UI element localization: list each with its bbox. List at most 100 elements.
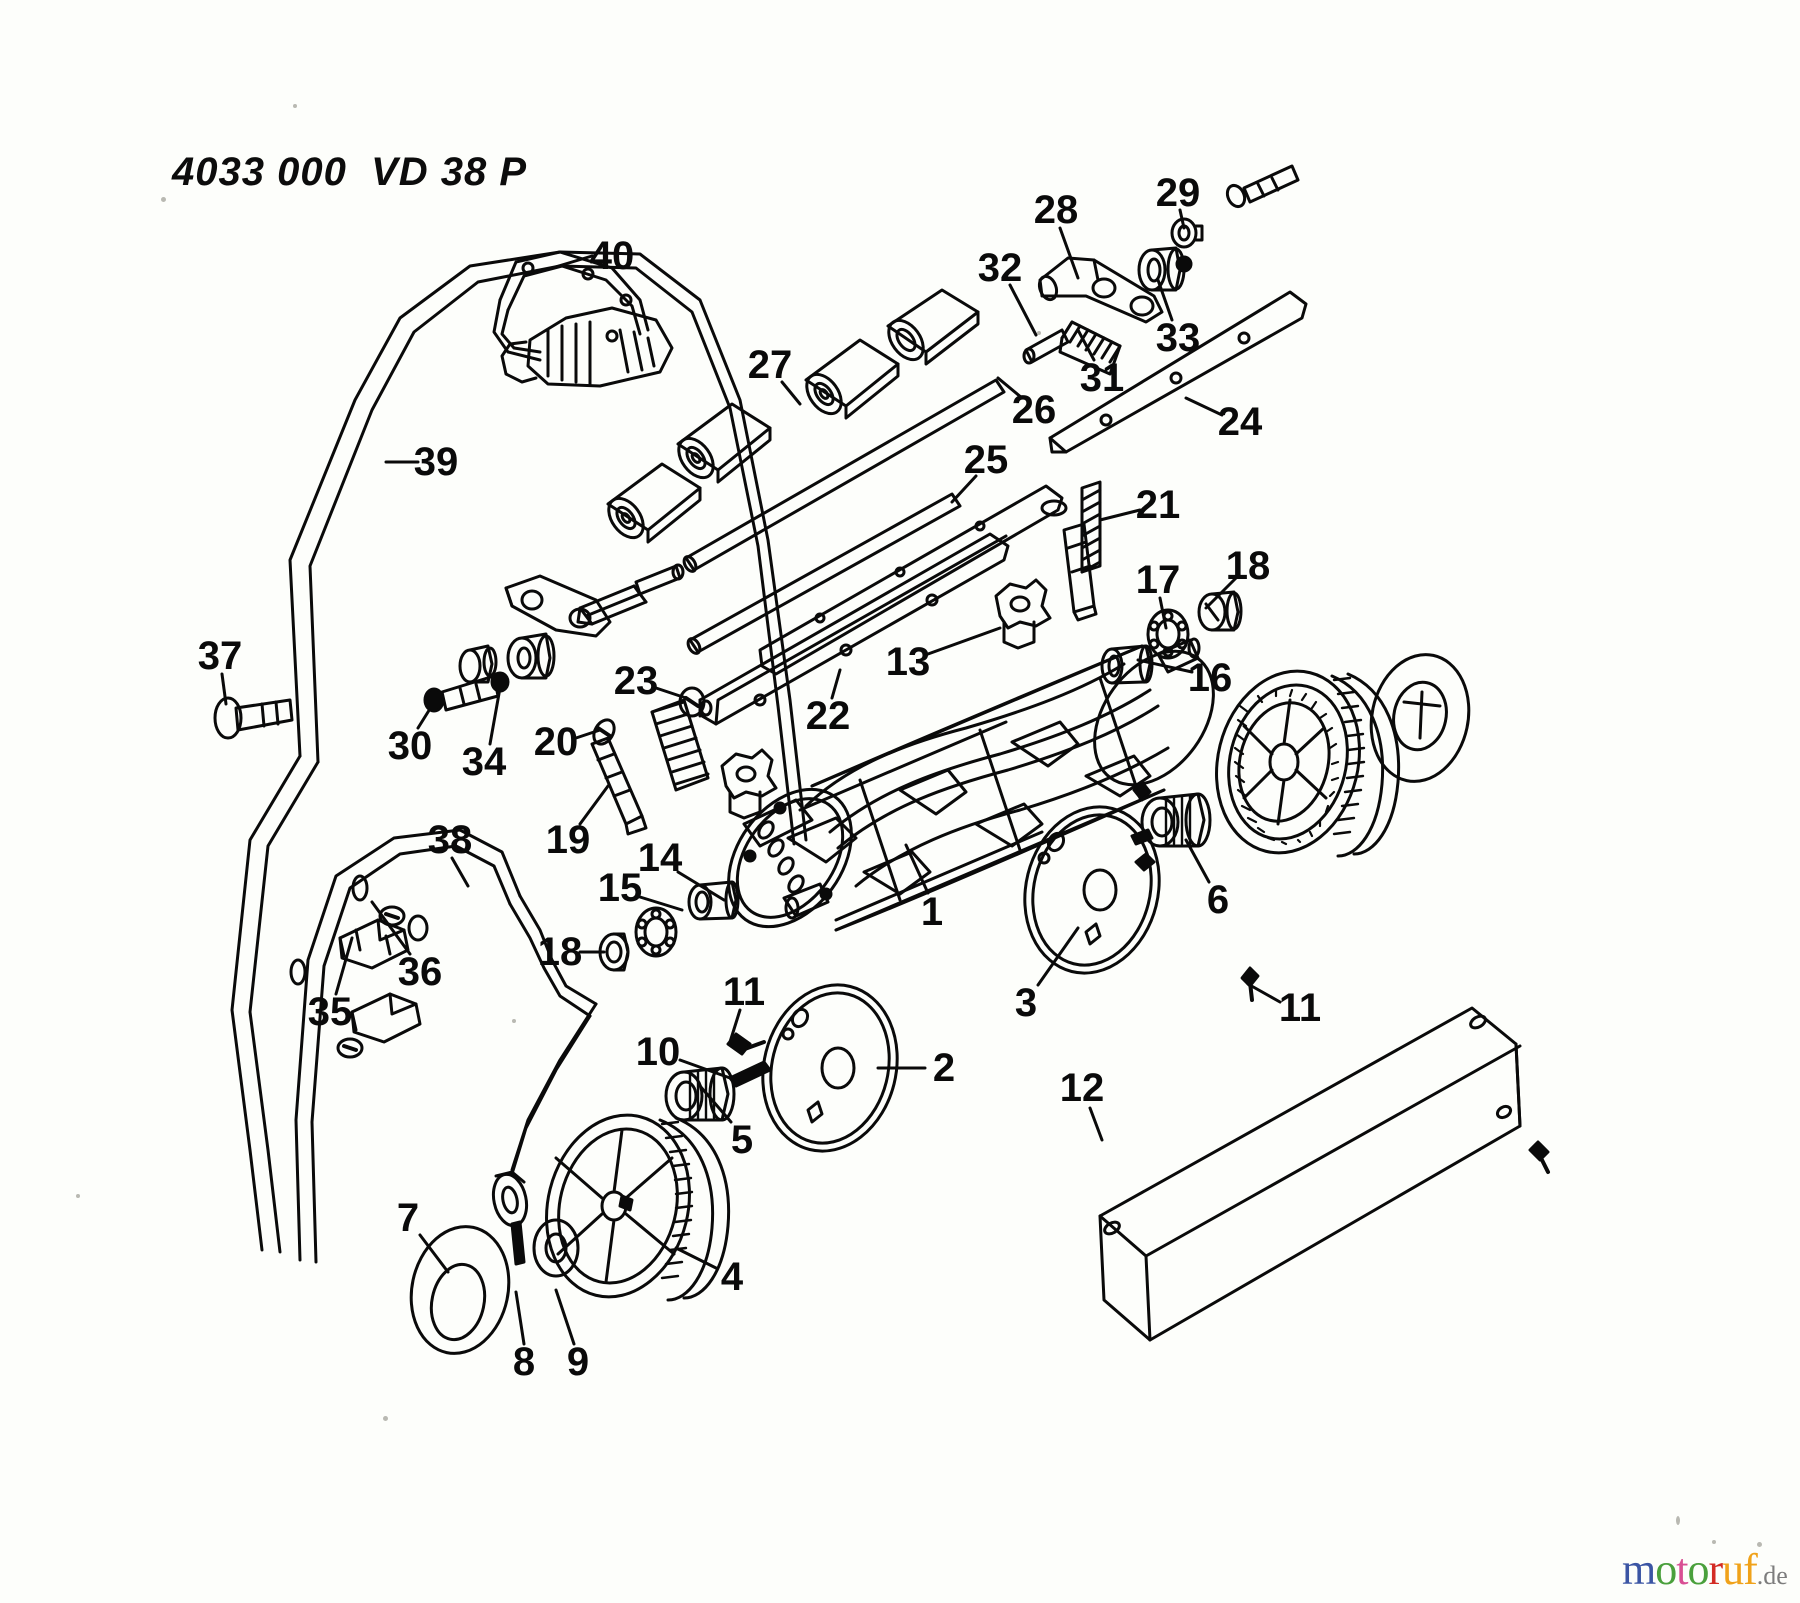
bolt-right-long (1040, 499, 1098, 622)
part-15-bearing (634, 906, 678, 958)
callout-16: 16 (1187, 656, 1233, 700)
callout-18: 18 (537, 930, 583, 974)
callout-4: 4 (720, 1255, 744, 1299)
callout-33: 33 (1155, 316, 1201, 360)
callout-25: 25 (963, 438, 1009, 482)
bolt-left-small (634, 563, 685, 596)
callout-3: 3 (1014, 981, 1038, 1025)
callout-26: 26 (1011, 388, 1057, 432)
part-24-blade-strip (1048, 290, 1308, 454)
watermark-motoruf: motoruf.de (1622, 1548, 1788, 1592)
callout-31: 31 (1079, 356, 1125, 400)
callout-12: 12 (1059, 1066, 1105, 1110)
part-11-screw-b (1240, 966, 1260, 1002)
callout-17: 17 (1135, 558, 1181, 602)
part-29-bushing (1170, 217, 1204, 249)
part-6-pinion (1130, 780, 1212, 872)
part-8-key (510, 1220, 526, 1266)
part-18-bushing-right (1197, 590, 1243, 632)
part-7-hubcap (409, 1225, 511, 1355)
callout-10: 10 (635, 1030, 681, 1074)
watermark-letter-4: r (1708, 1545, 1723, 1594)
part-34-pin (490, 671, 510, 693)
callout-38: 38 (427, 818, 473, 862)
spring-left (576, 584, 648, 626)
adjuster-knob-right (994, 578, 1052, 650)
callout-27: 27 (747, 343, 793, 387)
callout-1: 1 (920, 890, 944, 934)
callout-28: 28 (1033, 188, 1079, 232)
scan-speck (1037, 331, 1041, 335)
callout-37: 37 (197, 634, 243, 678)
bolt-top-right (1225, 164, 1300, 209)
callout-9: 9 (566, 1340, 590, 1384)
callout-32: 32 (977, 246, 1023, 290)
callout-2: 2 (932, 1046, 956, 1090)
callout-5: 5 (730, 1118, 754, 1162)
part-40-grip (492, 250, 674, 388)
watermark-letter-0: m (1622, 1545, 1656, 1594)
part-2-disc (761, 983, 899, 1153)
callout-6: 6 (1206, 878, 1230, 922)
callout-11: 11 (722, 970, 766, 1014)
part-33-bushing (1137, 246, 1193, 292)
watermark-letter-2: t (1676, 1545, 1688, 1594)
scan-speck (161, 197, 166, 202)
part-25-rod (686, 492, 962, 655)
part-10-key (728, 1060, 772, 1088)
part-4-wheel-left (545, 1113, 731, 1302)
callout-18: 18 (1225, 544, 1271, 588)
callout-8: 8 (512, 1340, 536, 1384)
callout-29: 29 (1155, 171, 1201, 215)
watermark-letter-1: o (1655, 1545, 1677, 1594)
lever-left (504, 574, 612, 638)
callout-24: 24 (1217, 400, 1263, 444)
part-19-bolt (590, 736, 648, 836)
callout-23: 23 (613, 659, 659, 703)
callout-34: 34 (461, 740, 507, 784)
callout-20: 20 (533, 720, 579, 764)
scan-speck (1757, 1542, 1762, 1547)
part-39-handlebar (230, 250, 808, 1254)
callout-30: 30 (387, 724, 433, 768)
callout-15: 15 (597, 866, 643, 910)
scan-speck (1712, 1540, 1716, 1544)
callout-11: 11 (1278, 986, 1322, 1030)
hubcap-right (1369, 653, 1471, 783)
part-28-lever (1037, 256, 1164, 324)
part-5-pinion (664, 1066, 736, 1122)
callout-39: 39 (413, 440, 459, 484)
part-32-pin (1022, 328, 1070, 365)
scan-speck (383, 1416, 388, 1421)
callout-14: 14 (637, 836, 683, 880)
part-18-bushing-left (598, 932, 630, 972)
callout-36: 36 (397, 950, 443, 994)
scan-speck (1676, 1516, 1680, 1525)
scan-speck (293, 104, 297, 108)
callout-22: 22 (805, 694, 851, 738)
part-37-knob-bolt (213, 696, 294, 740)
watermark-letter-6: f (1743, 1545, 1758, 1594)
spring-center (650, 698, 710, 792)
part-13-bar (758, 484, 1064, 676)
callout-21: 21 (1135, 483, 1181, 527)
adjuster-knob-left (720, 748, 778, 820)
bushing-group-left (458, 632, 556, 684)
callout-7: 7 (396, 1196, 420, 1240)
page-title: 4033 000 VD 38 P (172, 150, 528, 194)
scan-speck (512, 1019, 516, 1023)
part-12-guard (1098, 1006, 1550, 1342)
callout-35: 35 (307, 990, 353, 1034)
scan-speck (76, 1194, 80, 1198)
callout-40: 40 (589, 234, 635, 278)
part-27-rollers (606, 288, 980, 544)
callout-19: 19 (545, 818, 591, 862)
watermark-letter-3: o (1687, 1545, 1709, 1594)
part-11-screw-a (726, 1032, 766, 1056)
watermark-suffix: .de (1756, 1561, 1788, 1590)
watermark-letter-5: u (1722, 1545, 1744, 1594)
part-9-washer (532, 1218, 580, 1278)
callout-13: 13 (885, 640, 931, 684)
